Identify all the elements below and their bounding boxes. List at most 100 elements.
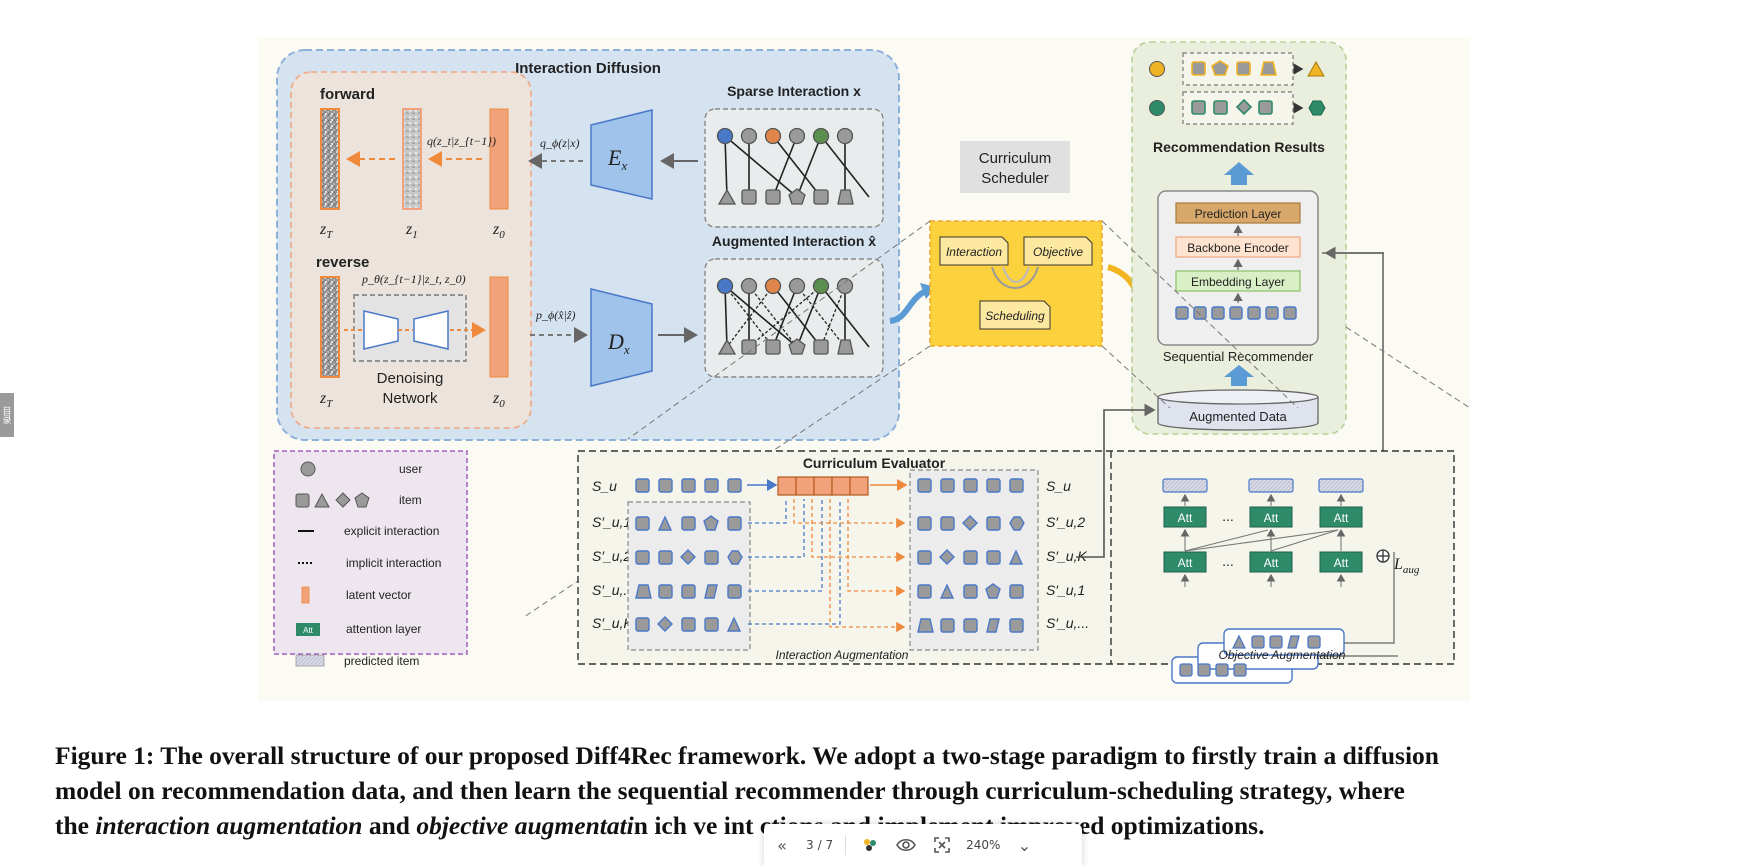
svg-text:S′_u,1: S′_u,1 [592, 514, 631, 530]
att-ellipsis-1: ... [1222, 508, 1234, 524]
objective-augmentation-label: Objective Augmentation [1219, 648, 1346, 662]
predicted-items-row [1162, 478, 1364, 493]
att-upper-row [1163, 506, 1363, 528]
caption-text-a: the [55, 811, 96, 840]
caption-emph-objective: objective augmentati [416, 811, 634, 840]
z0-label-forward: z0 [492, 221, 505, 241]
routing-blue [748, 499, 841, 625]
svg-text:Att: Att [1264, 511, 1279, 525]
routing-orange [793, 499, 906, 633]
legend-latent: latent vector [346, 588, 411, 602]
toc-side-tab[interactable]: 目录 [0, 393, 14, 437]
toolbar-divider [845, 835, 847, 855]
zoom-level[interactable]: 240% [966, 838, 1001, 852]
prev-page-button[interactable]: « [777, 835, 787, 855]
page-current: 3 [806, 838, 814, 852]
sparse-title: Sparse Interaction x [727, 83, 861, 99]
sequential-recommender-label: Sequential Recommender [1163, 349, 1314, 364]
scheduler-interaction-text: Interaction [946, 245, 1002, 259]
scheduler-scheduling-text: Scheduling [985, 309, 1045, 323]
legend-explicit: explicit interaction [344, 524, 439, 538]
att-lower-row [1163, 551, 1363, 573]
aug-rows-left [635, 515, 743, 632]
legend-latent-icon [301, 586, 310, 604]
svg-text:S′_u,K: S′_u,K [592, 615, 633, 631]
prediction-layer [1175, 202, 1301, 224]
encoder-label: Ex [607, 145, 627, 173]
legend-predicted-icon [295, 654, 325, 667]
svg-text:Att: Att [1334, 556, 1349, 570]
result-items-1 [1191, 60, 1278, 76]
scheduler-cycle-arrows [991, 266, 1039, 289]
caption-text-c: and [362, 811, 417, 840]
svg-text:Att: Att [1178, 556, 1193, 570]
sequence-items [1175, 306, 1297, 320]
sparse-graph [724, 135, 870, 198]
pdf-toolbar: « 3 / 7 240% ⌄ [764, 824, 1082, 866]
zT-label-reverse: zT [319, 390, 333, 410]
prediction-layer-text: Prediction Layer [1195, 207, 1282, 221]
caption-line-2: model on recommendation data, and then l… [55, 776, 1405, 805]
su-row-right [917, 478, 1024, 493]
eye-icon[interactable] [888, 827, 924, 863]
backbone-encoder [1175, 236, 1301, 258]
to-augmented-data-line [1076, 403, 1156, 558]
aug-rows-right [917, 515, 1025, 633]
diffusion-title: Interaction Diffusion [515, 60, 661, 77]
svg-text:S_u: S_u [592, 478, 617, 494]
svg-text:Att: Att [1264, 556, 1279, 570]
figure-diagram: Interaction Diffusion forward reverse q(… [258, 37, 1471, 701]
z1-label-forward: z1 [405, 221, 418, 241]
decoder-label: Dx [607, 329, 630, 357]
svg-text:S′_u,1: S′_u,1 [1046, 582, 1085, 598]
augmented-interaction-box [704, 258, 884, 378]
legend-attention: attention layer [346, 622, 421, 636]
right-row-labels: S_u S′_u,2 S′_u,K S′_u,1 S′_u,... [1046, 478, 1089, 631]
scheduler-objective-text: Objective [1033, 245, 1083, 259]
q-label: q(z_t|z_{t−1}) [427, 134, 496, 148]
att-ellipsis-2: ... [1222, 553, 1234, 569]
reverse-label: reverse [316, 254, 369, 271]
laug-label: Laug [1393, 556, 1420, 576]
latent-z0-reverse [489, 276, 509, 378]
augmented-users [716, 277, 854, 295]
denoising-encoder-shape [363, 310, 399, 350]
caption-line-3: the interaction augmentation and objecti… [55, 808, 1675, 843]
result-user-2 [1149, 100, 1165, 116]
backbone-encoder-text: Backbone Encoder [1187, 241, 1288, 255]
result-predicted-2 [1308, 100, 1326, 116]
scheduler-interaction-tag [939, 236, 1009, 266]
scheduler-scheduling-tag [979, 300, 1051, 330]
seq-stack-items [1179, 634, 1321, 677]
z0-label-reverse: z0 [492, 390, 505, 410]
legend-item: item [399, 493, 422, 507]
page-indicator[interactable]: 3 / 7 [800, 838, 839, 852]
caption-emph-interaction: interaction augmentation [95, 811, 363, 840]
svg-text:S_u: S_u [1046, 478, 1071, 494]
caption-line-1: Figure 1: The overall structure of our p… [55, 741, 1439, 770]
result-user-1 [1149, 61, 1165, 77]
legend-item-icons [295, 492, 370, 508]
encoder-shape [590, 109, 653, 200]
augmented-graph-implicit [724, 285, 846, 348]
recommendation-results-title: Recommendation Results [1153, 139, 1325, 155]
zoom-dropdown-chevron-icon[interactable]: ⌄ [1017, 835, 1032, 855]
embedding-layer [1175, 270, 1301, 292]
palette-icon[interactable] [852, 827, 888, 863]
legend-box [273, 450, 468, 655]
latent-z1-forward [402, 108, 422, 210]
decoder-shape [590, 288, 653, 387]
svg-text:S′_u,...: S′_u,... [1046, 615, 1089, 631]
fullscreen-icon[interactable] [924, 827, 960, 863]
p-label: p_θ(z_{t−1}|z_t, z_0) [361, 272, 466, 286]
att-upper-labels: Att Att Att [1178, 511, 1349, 525]
embedding-layer-text: Embedding Layer [1191, 275, 1285, 289]
augmented-data-cylinder [1157, 397, 1319, 431]
legend-att-icon [296, 623, 320, 636]
legend-att-chip-text: Att [303, 626, 314, 635]
svg-text:Att: Att [1334, 511, 1349, 525]
interaction-augmentation-label: Interaction Augmentation [776, 648, 909, 662]
augmented-title: Augmented Interaction x̂ [712, 233, 876, 249]
sparse-items [717, 188, 854, 205]
att-connections [1180, 493, 1346, 587]
